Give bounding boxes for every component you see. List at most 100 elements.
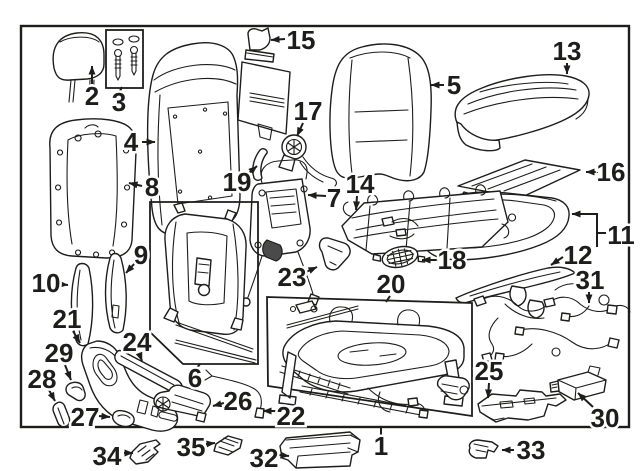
callout-17: 17 bbox=[291, 94, 325, 137]
callout-35-arrow bbox=[205, 440, 216, 448]
callout-30-label: 30 bbox=[591, 403, 620, 433]
callout-27: 27 bbox=[68, 400, 111, 435]
callout-9-arrow bbox=[125, 262, 136, 274]
callout-24-label: 24 bbox=[123, 327, 152, 357]
seat-back-frame-panel bbox=[146, 42, 241, 235]
callout-27-arrow bbox=[98, 412, 111, 420]
connector-cluster bbox=[381, 216, 419, 240]
callout-28-label: 28 bbox=[28, 364, 57, 394]
actuator-motor bbox=[153, 384, 212, 423]
callout-31-label: 31 bbox=[576, 265, 605, 295]
trim-bracket bbox=[252, 148, 268, 181]
callout-7-label: 7 bbox=[327, 183, 341, 213]
callout-19: 19 bbox=[220, 165, 258, 200]
callout-15: 15 bbox=[270, 23, 318, 58]
callout-22: 22 bbox=[262, 399, 308, 434]
release-cable bbox=[204, 369, 265, 419]
callout-2: 2 bbox=[82, 65, 102, 114]
callout-33: 33 bbox=[501, 433, 548, 468]
callout-26-arrow bbox=[212, 400, 225, 408]
callout-14-label: 14 bbox=[346, 169, 375, 199]
ribbed-clip bbox=[213, 435, 243, 456]
callout-4-label: 4 bbox=[124, 127, 139, 157]
callout-21-label: 21 bbox=[53, 304, 82, 334]
callout-20-label: 20 bbox=[377, 269, 406, 299]
callout-16: 16 bbox=[585, 155, 628, 190]
callout-33-label: 33 bbox=[517, 435, 546, 465]
callout-20: 20 bbox=[374, 267, 408, 303]
adjuster-knob bbox=[111, 409, 135, 428]
callout-30-arrow bbox=[577, 392, 594, 408]
callout-7: 7 bbox=[307, 181, 344, 216]
seat-back-cushion bbox=[329, 43, 432, 182]
callout-12: 12 bbox=[550, 238, 595, 273]
callout-8-arrow bbox=[128, 181, 143, 189]
callout-13-label: 13 bbox=[553, 36, 582, 66]
callout-29: 29 bbox=[42, 336, 76, 381]
callout-34-label: 34 bbox=[93, 441, 122, 471]
callout-20-leader bbox=[385, 295, 391, 303]
callout-26: 26 bbox=[212, 384, 255, 419]
callout-10: 10 bbox=[29, 266, 69, 301]
callout-6-leader bbox=[195, 363, 201, 370]
frame-box bbox=[149, 201, 259, 365]
callout-1-label: 1 bbox=[374, 431, 388, 461]
callout-17-arrow bbox=[296, 122, 304, 137]
callout-29-label: 29 bbox=[45, 338, 74, 368]
callout-14-arrow bbox=[353, 195, 361, 211]
callout-9-label: 9 bbox=[134, 240, 148, 270]
callout-10-label: 10 bbox=[32, 268, 61, 298]
callout-12-arrow bbox=[550, 256, 564, 266]
callout-3: 3 bbox=[109, 85, 128, 120]
callout-21-arrow bbox=[72, 330, 81, 344]
map-pocket-panel bbox=[237, 27, 291, 141]
callout-13: 13 bbox=[550, 34, 584, 75]
callout-5-label: 5 bbox=[447, 70, 461, 100]
callout-32-label: 32 bbox=[250, 443, 279, 471]
callout-18-label: 18 bbox=[438, 245, 467, 275]
cap-part bbox=[65, 381, 86, 402]
callout-28: 28 bbox=[25, 362, 59, 402]
callout-9: 9 bbox=[125, 238, 151, 274]
callout-6-label: 6 bbox=[188, 363, 202, 393]
callout-34: 34 bbox=[90, 439, 134, 471]
callout-12-label: 12 bbox=[564, 240, 593, 270]
callout-11: 11 bbox=[571, 210, 637, 253]
seat-adjuster bbox=[278, 300, 470, 419]
seat-back-frame bbox=[163, 202, 247, 336]
callout-32: 32 bbox=[247, 441, 290, 471]
headrest-hardware-box bbox=[105, 29, 144, 89]
main-border bbox=[19, 24, 631, 429]
vent-grille bbox=[372, 245, 426, 269]
callout-22-label: 22 bbox=[277, 401, 306, 431]
callout-35: 35 bbox=[174, 430, 216, 465]
callout-30: 30 bbox=[577, 392, 622, 436]
callout-25-label: 25 bbox=[475, 356, 504, 386]
callout-14: 14 bbox=[343, 167, 377, 211]
memory-module bbox=[549, 365, 607, 401]
small-clip bbox=[468, 439, 499, 459]
blower-motor bbox=[278, 134, 337, 187]
callout-5: 5 bbox=[430, 68, 464, 103]
callout-24-arrow bbox=[135, 351, 143, 362]
callout-35-label: 35 bbox=[177, 432, 206, 462]
callout-27-label: 27 bbox=[71, 402, 100, 432]
callout-3-leader bbox=[119, 86, 123, 92]
track-box bbox=[266, 296, 473, 419]
callout-18: 18 bbox=[421, 243, 469, 278]
clip-part bbox=[52, 401, 71, 428]
callout-8-label: 8 bbox=[145, 172, 159, 202]
recliner-rods bbox=[174, 321, 257, 364]
callout-8: 8 bbox=[128, 170, 162, 205]
callout-19-arrow bbox=[248, 165, 258, 175]
callout-19-label: 19 bbox=[223, 167, 252, 197]
callout-6: 6 bbox=[185, 361, 204, 396]
wiring-harness bbox=[473, 283, 631, 363]
callout-23-label: 23 bbox=[278, 262, 307, 292]
track-shield bbox=[279, 431, 361, 469]
callout-4: 4 bbox=[121, 125, 156, 160]
shield-panel bbox=[455, 266, 576, 319]
callout-21: 21 bbox=[50, 302, 84, 344]
